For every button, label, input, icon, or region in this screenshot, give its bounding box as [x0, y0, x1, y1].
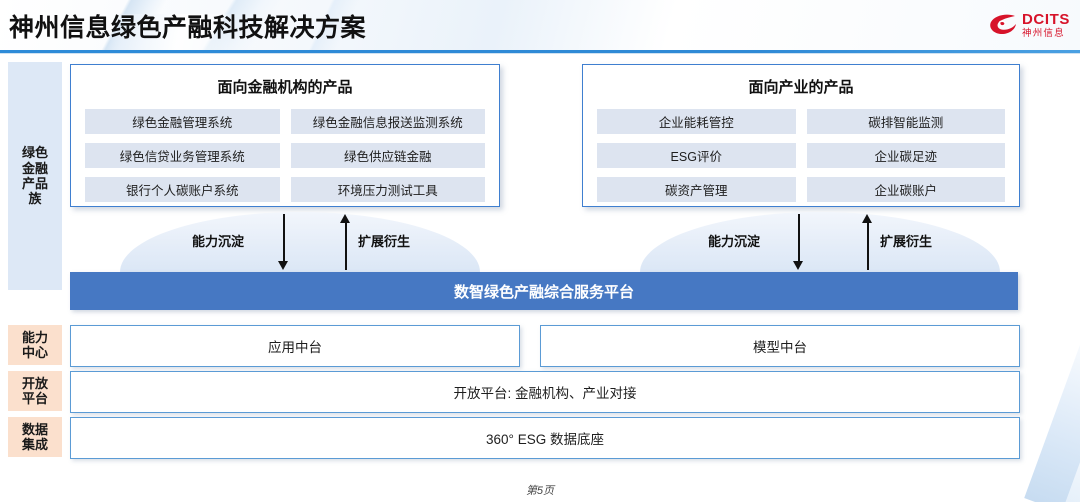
swoosh-icon: [989, 13, 1017, 37]
logo-chinese: 神州信息: [1022, 27, 1065, 39]
product-item[interactable]: 绿色金融信息报送监测系统: [290, 109, 485, 134]
arrow-down-icon: [278, 214, 289, 270]
product-item[interactable]: 企业能耗管控: [597, 109, 796, 134]
product-item[interactable]: 企业碳足迹: [806, 143, 1005, 168]
capability-box-application-midend[interactable]: 应用中台: [70, 325, 520, 367]
product-item[interactable]: 环境压力测试工具: [290, 177, 485, 202]
product-item[interactable]: 绿色信贷业务管理系统: [85, 143, 280, 168]
flow-label-capability-precipitation: 能力沉淀: [192, 234, 245, 249]
platform-bar[interactable]: 数智绿色产融综合服务平台: [70, 272, 1018, 310]
dome-decoration-right: [640, 212, 1000, 272]
sidebar-item-capability-center[interactable]: 能力中心: [8, 325, 62, 365]
sidebar-item-open-platform[interactable]: 开放平台: [8, 371, 62, 411]
sidebar-label: 开放平台: [21, 375, 48, 406]
panel-product-grid: 企业能耗管控 碳排智能监测 ESG评价 企业碳足迹 碳资产管理 企业碳账户: [583, 97, 1019, 216]
company-logo: DCITS 神州信息: [989, 8, 1070, 42]
sidebar-label: 数据集成: [21, 421, 48, 452]
arrow-down-icon: [793, 214, 804, 270]
page-title: 神州信息绿色产融科技解决方案: [9, 14, 367, 42]
data-foundation-box[interactable]: 360° ESG 数据底座: [70, 417, 1020, 459]
slide-header: 神州信息绿色产融科技解决方案: [0, 0, 1080, 53]
panel-industry-products: 面向产业的产品 企业能耗管控 碳排智能监测 ESG评价 企业碳足迹 碳资产管理 …: [582, 64, 1020, 207]
capability-box-model-midend[interactable]: 模型中台: [540, 325, 1020, 367]
product-item[interactable]: 绿色供应链金融: [290, 143, 485, 168]
product-item[interactable]: ESG评价: [597, 143, 796, 168]
sidebar-label: 绿色金融产品族: [21, 145, 48, 207]
flow-label-expansion-derivation: 扩展衍生: [358, 234, 411, 249]
arrow-up-icon: [862, 214, 873, 270]
panel-title: 面向产业的产品: [748, 79, 854, 96]
logo-text: DCITS 神州信息: [1022, 12, 1070, 39]
header-divider: [0, 50, 1080, 53]
flow-label-capability-precipitation: 能力沉淀: [708, 234, 761, 249]
page-number: 第5页: [525, 485, 555, 497]
panel-title: 面向金融机构的产品: [217, 79, 353, 96]
sidebar-item-green-finance-products[interactable]: 绿色金融产品族: [8, 62, 62, 290]
product-item[interactable]: 银行个人碳账户系统: [85, 177, 280, 202]
product-item[interactable]: 碳排智能监测: [806, 109, 1005, 134]
logo-english: DCITS: [1022, 10, 1070, 28]
arrow-up-icon: [340, 214, 351, 270]
corner-ribbon-decoration: [1024, 319, 1080, 502]
sidebar-item-data-integration[interactable]: 数据集成: [8, 417, 62, 457]
slide-body: 绿色金融产品族 能力中心 开放平台 数据集成 面向金融机构的产品 绿色金融管理系…: [0, 54, 1080, 502]
open-platform-box[interactable]: 开放平台: 金融机构、产业对接: [70, 371, 1020, 413]
product-item[interactable]: 企业碳账户: [806, 177, 1005, 202]
flow-label-expansion-derivation: 扩展衍生: [880, 234, 933, 249]
product-item[interactable]: 绿色金融管理系统: [85, 109, 280, 134]
panel-financial-institution-products: 面向金融机构的产品 绿色金融管理系统 绿色金融信息报送监测系统 绿色信贷业务管理…: [70, 64, 500, 207]
product-item[interactable]: 碳资产管理: [597, 177, 796, 202]
dome-decoration-left: [120, 212, 480, 272]
sidebar-label: 能力中心: [21, 329, 48, 360]
header-divider-soft: [0, 53, 1080, 54]
panel-product-grid: 绿色金融管理系统 绿色金融信息报送监测系统 绿色信贷业务管理系统 绿色供应链金融…: [71, 97, 499, 216]
